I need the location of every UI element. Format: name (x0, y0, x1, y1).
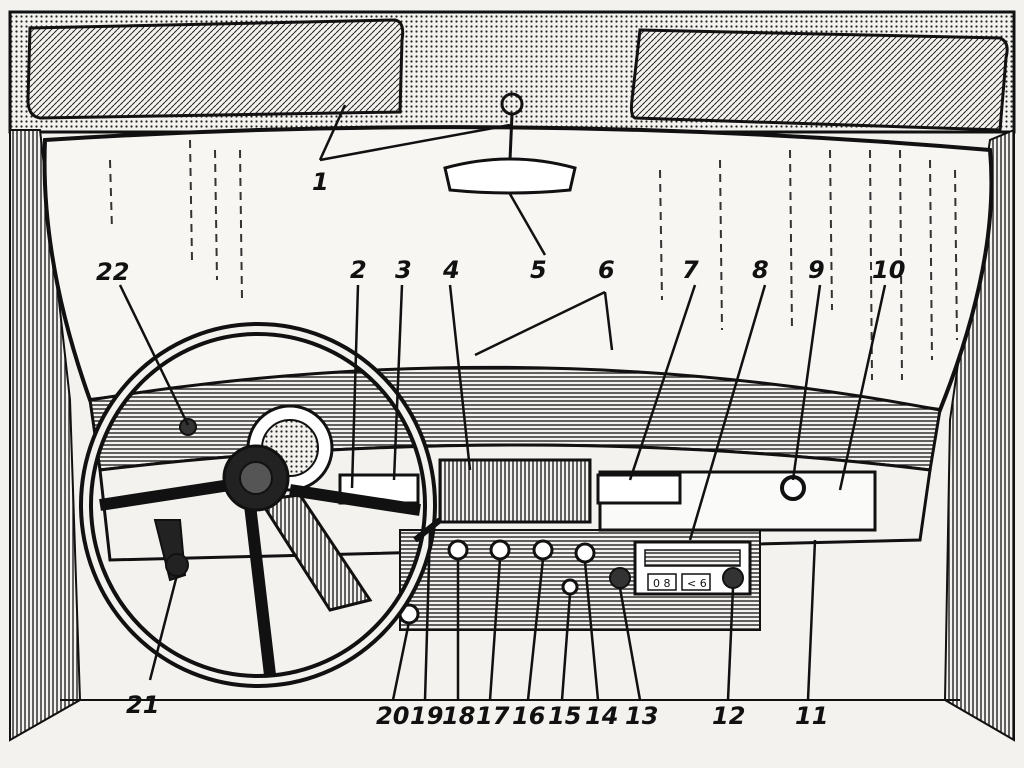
callout-19: 19 (410, 702, 443, 730)
callout-9: 9 (808, 256, 825, 284)
callout-2: 2 (350, 256, 367, 284)
radio-knob-right (722, 567, 744, 589)
callout-labels: 1 2 3 4 5 6 7 8 9 10 11 12 13 14 15 16 1… (96, 168, 905, 730)
callout-17: 17 (476, 702, 510, 730)
callout-22: 22 (96, 258, 129, 286)
callout-3: 3 (395, 256, 412, 284)
callout-11: 11 (795, 702, 828, 730)
control-knob-14 (574, 542, 596, 564)
callout-13: 13 (625, 702, 658, 730)
callout-14: 14 (585, 702, 618, 730)
speaker-grille (438, 458, 592, 524)
callout-16: 16 (512, 702, 545, 730)
sun-visor-left (26, 18, 405, 120)
hand-lever (153, 519, 189, 582)
rear-view-mirror (443, 92, 577, 195)
turn-signal-stalk (413, 517, 442, 543)
control-knob-18 (447, 539, 469, 561)
callout-4: 4 (442, 256, 460, 284)
callout-15: 15 (548, 702, 581, 730)
callout-7: 7 (682, 256, 699, 284)
control-knob-15 (561, 578, 579, 596)
left-vent-knob (179, 418, 197, 436)
callout-18: 18 (442, 702, 475, 730)
radio-knob-left (609, 567, 631, 589)
control-knob-16 (532, 539, 554, 561)
callout-8: 8 (752, 256, 769, 284)
glovebox-knob (780, 475, 806, 501)
radio-preset-right: < 6 (687, 577, 707, 590)
steering-column (257, 493, 373, 612)
callout-10: 10 (872, 256, 905, 284)
sun-visor-right (629, 28, 1009, 132)
leader-lines (118, 104, 887, 701)
callout-6: 6 (598, 256, 615, 284)
callout-5: 5 (530, 256, 547, 284)
callout-12: 12 (712, 702, 745, 730)
callout-1: 1 (312, 168, 329, 196)
left-door-panel (9, 129, 82, 742)
callout-21: 21 (126, 691, 159, 719)
radio-preset-left: 0 8 (653, 577, 671, 590)
right-door-panel (943, 128, 1015, 742)
control-knob-17 (489, 539, 511, 561)
glovebox (596, 470, 877, 532)
callout-20: 20 (376, 702, 409, 730)
steering-wheel (79, 322, 437, 688)
